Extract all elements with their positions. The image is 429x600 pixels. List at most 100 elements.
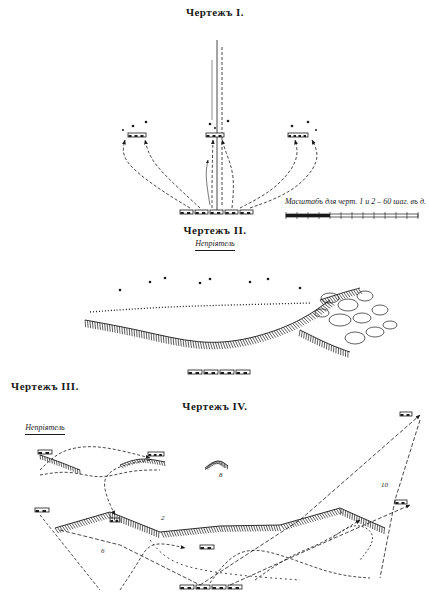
hatch-tick [75, 468, 76, 472]
hatch-tick [231, 526, 233, 532]
hatch-tick [219, 461, 220, 464]
hatch-tick [208, 342, 210, 349]
scale-tick [385, 212, 386, 219]
tree-clump [315, 309, 329, 317]
position-dot [299, 287, 302, 290]
troop-unit-fill [221, 372, 225, 374]
hatch-tick [128, 520, 129, 526]
hatch-tick [151, 529, 152, 535]
troop-unit-fill [241, 212, 244, 214]
position-dot [267, 278, 270, 281]
hatch-tick [180, 339, 182, 346]
troop-unit [212, 585, 226, 589]
hatch-tick [143, 332, 144, 339]
hatch-tick [79, 470, 80, 474]
troop-unit-fill [213, 587, 217, 589]
scale-tick [407, 212, 408, 219]
callout-number: 8 [218, 472, 224, 480]
hatch-tick [51, 459, 53, 463]
hatch-tick [241, 526, 243, 532]
hatch-tick [310, 336, 312, 342]
hatch-tick [183, 340, 185, 347]
hatch-tick [185, 340, 187, 347]
hatch-tick [146, 332, 147, 339]
hatch-tick [276, 525, 278, 531]
hatch-tick [209, 527, 212, 533]
hatch-tick [356, 516, 358, 522]
hatch-tick [173, 338, 175, 345]
hatch-tick [123, 518, 124, 524]
hatch-tick [324, 342, 326, 348]
hatch-tick [361, 518, 363, 524]
hatch-tick [216, 526, 219, 532]
hatch-tick [194, 529, 197, 535]
hatch-tick [328, 344, 330, 350]
troop-unit-fill [187, 212, 190, 214]
hatch-tick [251, 525, 253, 531]
hatch-tick [151, 333, 152, 340]
troop-unit-fill [149, 454, 152, 456]
hatch-tick [333, 346, 334, 352]
hatch-tick [153, 334, 154, 341]
troop-unit [206, 133, 224, 137]
hatch-tick [279, 525, 281, 531]
hatch-tick [226, 526, 228, 532]
position-dot [164, 277, 167, 280]
troop-unit-fill [43, 510, 47, 512]
hatch-tick [244, 526, 246, 532]
hatch-tick [126, 328, 128, 335]
troop-unit [220, 370, 234, 374]
hatch-tick [338, 348, 339, 354]
axis-line [217, 40, 218, 210]
position-dot [209, 123, 212, 126]
troop-unit [38, 450, 52, 454]
hatch-tick [211, 527, 214, 533]
troop-unit [35, 508, 49, 512]
hatch-tick [149, 459, 151, 463]
hatch-tick [153, 530, 154, 536]
figure-title: Чертежъ IV. [182, 400, 247, 412]
movement-line [40, 470, 160, 477]
troop-unit-fill [402, 502, 405, 504]
position-dot [122, 129, 124, 131]
trench-line [120, 459, 165, 465]
hatch-tick [220, 342, 222, 349]
hatch-tick [308, 334, 310, 340]
axis-line [222, 45, 223, 205]
movement-line [40, 447, 150, 470]
hatch-tick [266, 525, 268, 531]
hatch-tick [198, 342, 199, 349]
troop-unit-fill [232, 212, 235, 214]
scale-tick [341, 212, 342, 219]
tree-clump [321, 293, 339, 303]
troop-unit-fill [46, 452, 50, 454]
hatch-tick [349, 513, 351, 519]
small-mark [205, 463, 225, 470]
movement-line [145, 140, 200, 208]
hatch-tick [249, 526, 251, 532]
movement-line [105, 460, 150, 515]
hatch-tick [144, 459, 146, 463]
hatch-tick [211, 463, 214, 465]
hatch-tick [207, 467, 210, 468]
trench-line [300, 330, 350, 352]
hatch-tick [219, 526, 222, 532]
hatch-tick [321, 341, 323, 347]
troop-unit-fill [226, 212, 229, 214]
hatch-tick [134, 460, 137, 463]
hatch-tick [274, 525, 276, 531]
tree-clump [372, 305, 388, 315]
scale-tick [363, 212, 364, 219]
hatch-tick [164, 532, 167, 538]
hatch-tick [49, 458, 51, 462]
movement-line [200, 415, 420, 585]
hatch-tick [210, 342, 212, 349]
hatch-tick [92, 321, 94, 328]
troop-unit [288, 133, 308, 137]
hatch-tick [269, 525, 271, 531]
hatch-tick [130, 520, 131, 526]
hatch-tick [65, 464, 66, 468]
scale-tick [418, 212, 419, 219]
hatch-tick [114, 514, 115, 520]
skirmish-line [90, 303, 310, 312]
